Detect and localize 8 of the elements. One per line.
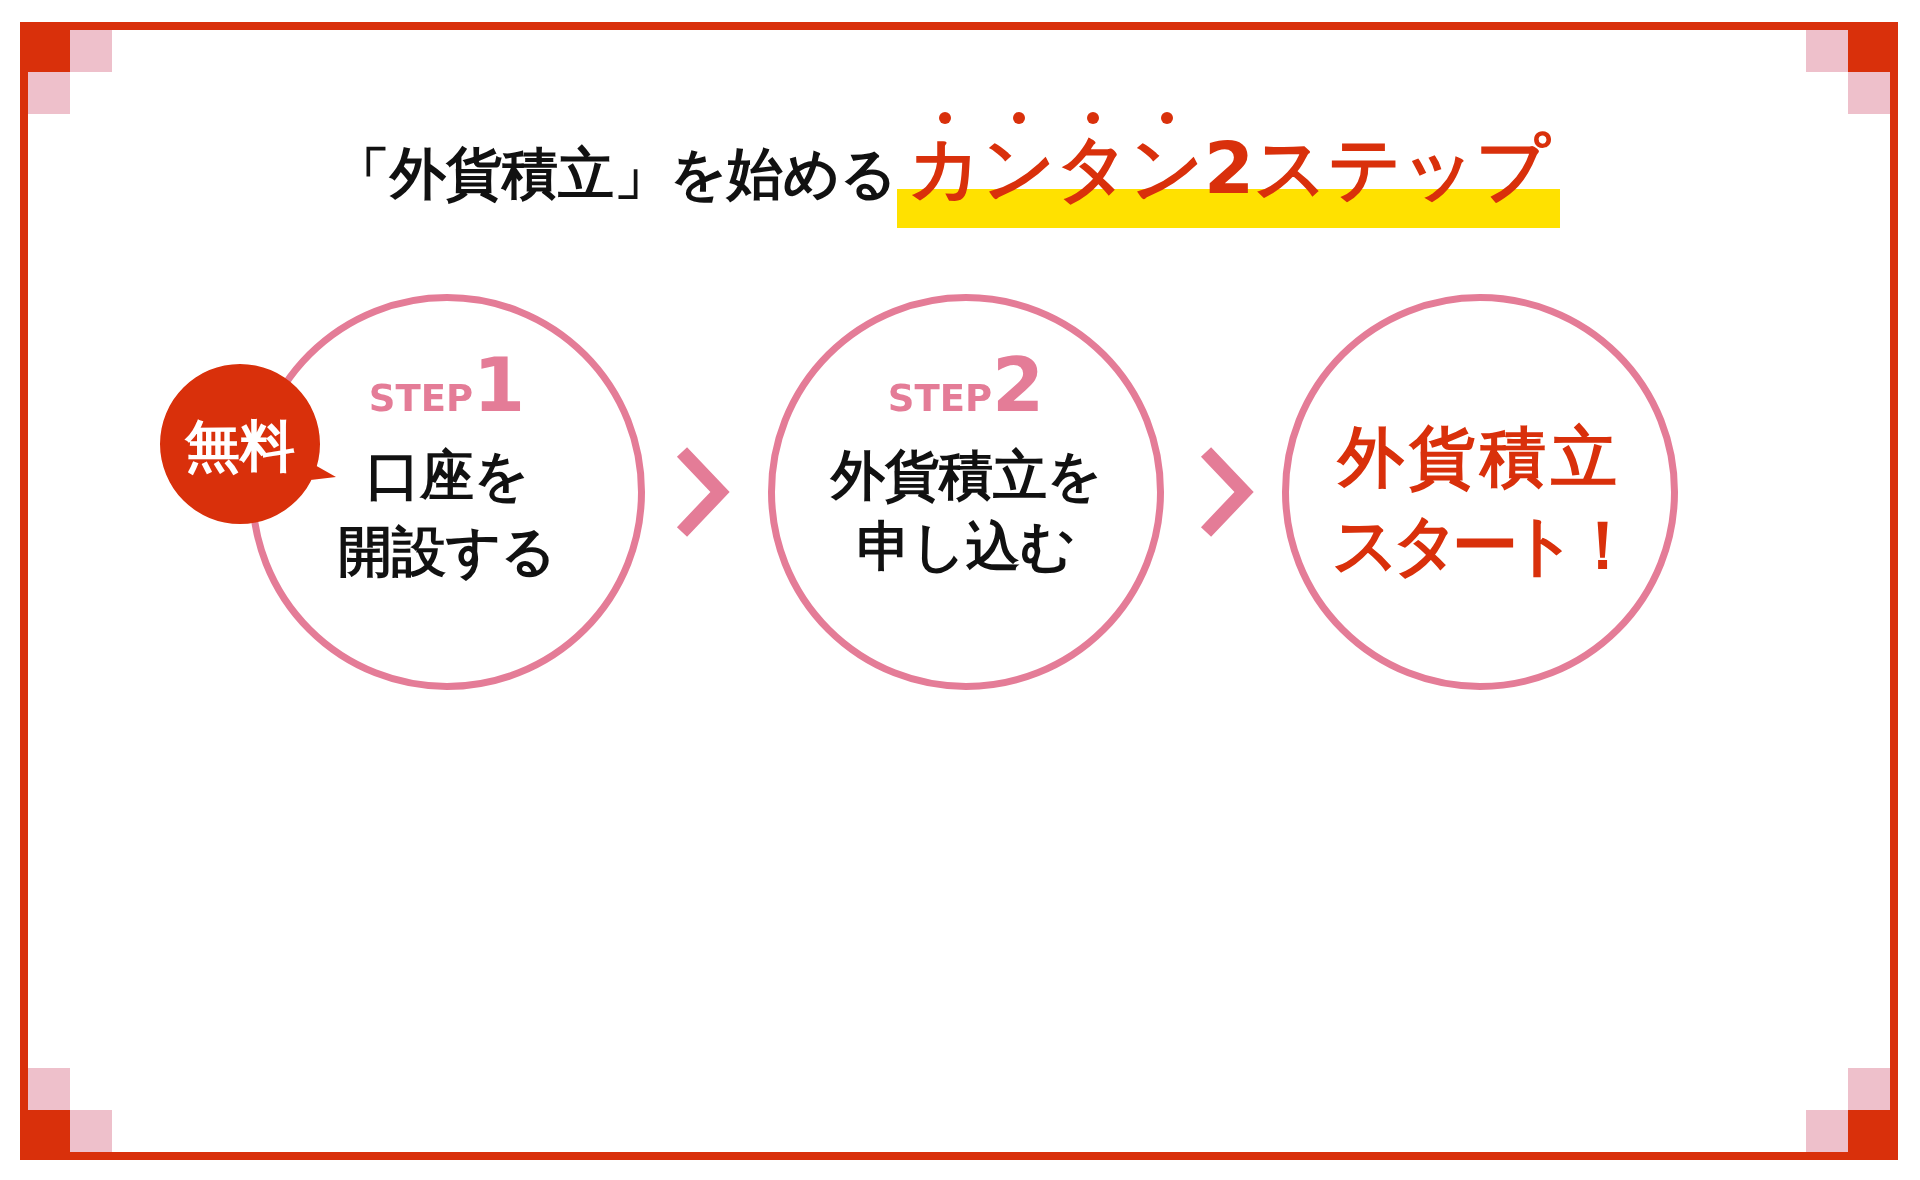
step-text: 口座を開設する (338, 442, 556, 585)
step-text: 外貨積立スタート！ (1332, 418, 1628, 586)
step-text: 外貨積立を申し込む (830, 443, 1102, 580)
step-label: STEP1 (368, 347, 526, 423)
step-label: STEP2 (887, 347, 1045, 423)
step-circle (1282, 294, 1678, 690)
step-circle (768, 294, 1164, 690)
bubble-text: 無料 (185, 412, 295, 480)
